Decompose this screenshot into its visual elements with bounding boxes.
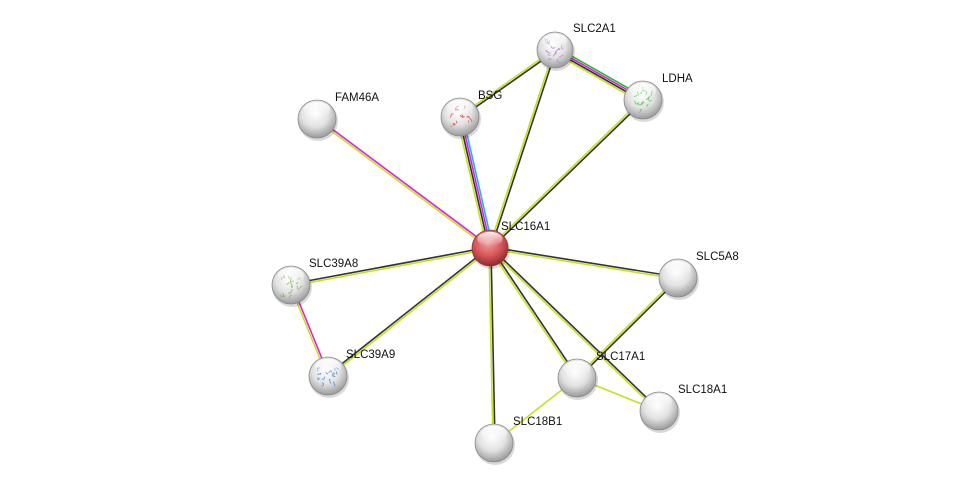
node-highlight — [277, 267, 305, 284]
node-highlight — [480, 425, 508, 442]
edge-evidence-coexpression — [490, 247, 496, 443]
edge-slc39a8-slc16a1[interactable] — [290, 246, 491, 287]
edge-slc5a8-slc17a1[interactable] — [575, 276, 680, 380]
edge-evidence-coexpression — [458, 117, 490, 249]
edge-evidence-textmining — [458, 48, 555, 117]
node-slc17a1[interactable]: SLC17A1 — [557, 351, 645, 400]
edge-bsg-slc16a1[interactable] — [456, 116, 494, 249]
node-ldha[interactable]: LDHA — [623, 73, 693, 122]
edge-evidence-textmining — [291, 248, 491, 287]
edge-ldha-slc16a1[interactable] — [488, 98, 645, 250]
edge-evidence-coexpression — [460, 50, 557, 119]
node-label: SLC18A1 — [678, 384, 727, 396]
edge-evidence-coexpression — [577, 278, 680, 380]
edge-fam46a-slc16a1[interactable] — [315, 117, 492, 250]
node-slc39a8[interactable]: SLC39A8 — [271, 258, 358, 307]
edge-slc16a1-slc5a8[interactable] — [489, 246, 679, 280]
edge-slc2a1-bsg[interactable] — [458, 48, 557, 119]
edge-evidence-textmining — [488, 98, 643, 248]
node-label: SLC18B1 — [513, 416, 562, 428]
node-highlight — [314, 358, 342, 375]
edge-evidence-coexpression — [290, 246, 490, 285]
edge-evidence-coexpression — [490, 246, 579, 378]
node-slc18b1[interactable]: SLC18B1 — [474, 416, 562, 465]
node-highlight — [645, 393, 673, 410]
edge-evidence-coexpression — [490, 246, 679, 278]
node-highlight — [303, 101, 331, 118]
node-label: SLC5A8 — [696, 251, 739, 263]
edge-evidence-experiments — [317, 117, 492, 248]
edge-evidence-textmining — [328, 248, 492, 378]
edge-evidence-textmining — [575, 276, 678, 378]
edge-evidence-coexpression — [490, 100, 645, 250]
edge-evidence-coexpression — [490, 50, 557, 249]
node-slc39a9[interactable]: SLC39A9 — [308, 349, 395, 398]
edge-slc39a9-slc16a1[interactable] — [326, 246, 492, 378]
node-label: SLC16A1 — [501, 221, 550, 233]
node-highlight — [446, 99, 474, 116]
edge-evidence-coexpression — [490, 246, 661, 411]
node-label: SLC39A9 — [346, 349, 395, 361]
node-slc2a1[interactable]: SLC2A1 — [536, 23, 616, 71]
edge-evidence-textmining — [315, 119, 490, 250]
edge-slc2a1-slc16a1[interactable] — [488, 49, 557, 249]
edge-slc16a1-slc18a1[interactable] — [488, 246, 661, 413]
edge-evidence-textmining — [488, 248, 577, 380]
node-highlight — [477, 231, 503, 247]
edge-slc16a1-slc17a1[interactable] — [488, 246, 579, 380]
node-slc5a8[interactable]: SLC5A8 — [658, 251, 739, 300]
node-slc16a1[interactable]: SLC16A1 — [471, 221, 550, 269]
node-label: LDHA — [662, 73, 693, 85]
node-slc18a1[interactable]: SLC18A1 — [639, 384, 727, 433]
edge-evidence-experiments — [460, 116, 492, 248]
node-highlight — [563, 360, 591, 377]
node-label: SLC2A1 — [573, 23, 616, 35]
node-bsg[interactable]: BSG — [440, 90, 502, 139]
node-highlight — [542, 33, 568, 49]
edge-evidence-textmining — [456, 117, 488, 249]
node-label: BSG — [478, 90, 502, 102]
edge-evidence-textmining — [488, 49, 555, 248]
edge-evidence-textmining — [489, 248, 678, 280]
edge-evidence-textmining — [488, 248, 659, 413]
node-label: SLC39A8 — [309, 258, 358, 270]
node-highlight — [664, 260, 692, 277]
node-fam46a[interactable]: FAM46A — [297, 92, 379, 141]
edge-slc16a1-slc18b1[interactable] — [488, 247, 496, 444]
edge-evidence-databases — [462, 116, 494, 248]
node-highlight — [629, 82, 657, 99]
node-label: FAM46A — [335, 92, 379, 104]
edge-evidence-textmining — [488, 248, 494, 444]
edges-layer — [289, 46, 680, 444]
node-label: SLC17A1 — [596, 351, 645, 363]
edge-evidence-coexpression — [326, 246, 490, 376]
